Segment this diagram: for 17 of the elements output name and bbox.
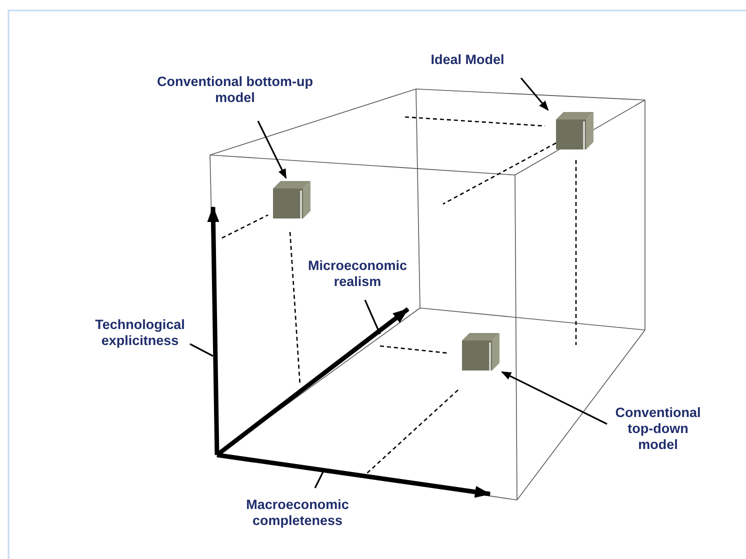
leader-line <box>364 300 381 334</box>
leader-line <box>314 472 324 488</box>
axis-arrow <box>216 452 491 498</box>
axis-label: Macroeconomic completeness <box>235 497 360 529</box>
axis-arrow <box>207 206 220 456</box>
callout-label: Conventional bottom-up model <box>140 74 330 106</box>
cube-icon <box>556 112 594 150</box>
cube-icon <box>462 333 500 370</box>
leader-arrow <box>257 120 287 179</box>
axis-label: Technological explicitness <box>70 317 210 349</box>
axis-label: Microeconomic realism <box>290 258 425 290</box>
callout-label: Conventional top-down model <box>608 405 708 453</box>
callout-label: Ideal Model <box>410 52 525 68</box>
leader-line <box>190 343 214 357</box>
leader-arrow <box>520 77 549 111</box>
leader-arrow <box>501 371 608 425</box>
cube-icon <box>273 181 310 218</box>
